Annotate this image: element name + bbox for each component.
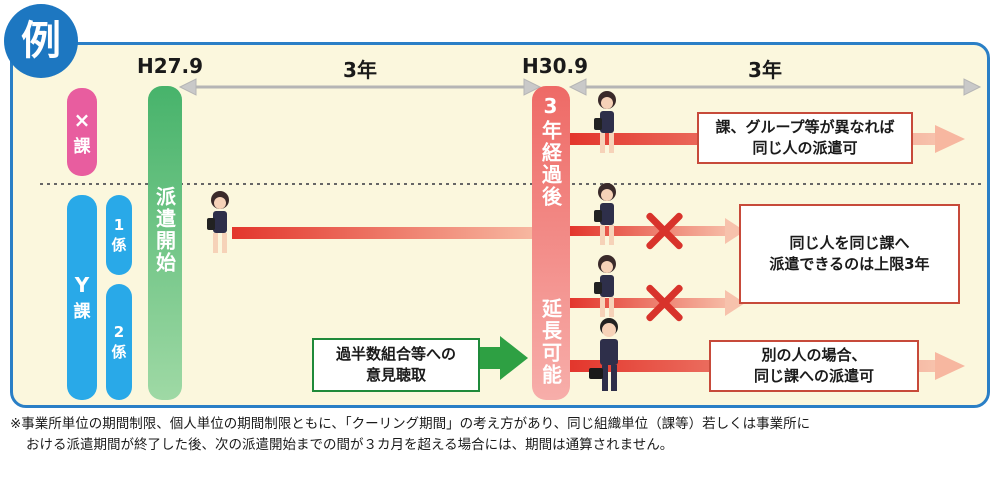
prohibited-cross-icon (644, 283, 684, 323)
x-group-line-2: 同じ人の派遣可 (752, 139, 858, 157)
x-section-pill: × 課 (67, 88, 97, 176)
dispatch-arrow (232, 227, 532, 239)
y-1-kakari: 係 (111, 235, 127, 254)
y-1-section-pill: 1 係 (106, 195, 132, 275)
majority-opinion-line-2: 意見聴取 (365, 366, 426, 384)
after-three-years-label: 3年経過後 (538, 94, 563, 208)
x-group-box: 課、グループ等が異なれば 同じ人の派遣可 (697, 112, 913, 164)
x-section-ka: 課 (73, 136, 91, 157)
timeline-start-label: H27.9 (136, 54, 204, 78)
x-section-letter: × (73, 107, 91, 132)
majority-opinion-line-1: 過半数組合等への (335, 345, 456, 363)
same-person-limit-line-1: 同じ人を同じ課へ (789, 234, 910, 252)
other-person-line-2: 同じ課への派遣可 (753, 367, 874, 385)
person-icon (594, 183, 616, 245)
person-icon (589, 318, 618, 391)
three-year-bar: 3年経過後 延長可能 (532, 86, 570, 400)
other-person-line-1: 別の人の場合、 (761, 346, 867, 364)
opinion-arrow (480, 336, 528, 380)
footnote-line-2: おける派遣期間が終了した後、次の派遣開始までの間が３カ月を超える場合には、期間は… (26, 437, 674, 453)
y-section-pill: Y 課 (67, 195, 97, 400)
span2-label: 3年 (748, 58, 782, 82)
x-group-line-1: 課、グループ等が異なれば (715, 118, 895, 136)
extendable-label: 延長可能 (538, 298, 563, 386)
footnote: ※事業所単位の期間制限、個人単位の期間制限ともに、「クーリング期間」の考え方があ… (10, 414, 995, 456)
span1-label: 3年 (343, 58, 377, 82)
person-icon (594, 255, 616, 317)
span1-double-arrow (178, 78, 542, 96)
span2-double-arrow (568, 78, 982, 96)
y-2-kakari: 係 (111, 342, 127, 361)
y-section-letter: Y (74, 273, 90, 297)
y-1-number: 1 (113, 215, 125, 234)
same-person-limit-line-2: 派遣できるのは上限3年 (769, 255, 930, 273)
person-icon (207, 191, 229, 253)
prohibited-cross-icon (644, 211, 684, 251)
majority-opinion-box: 過半数組合等への 意見聴取 (312, 338, 480, 392)
other-person-box: 別の人の場合、 同じ課への派遣可 (709, 340, 919, 392)
same-person-limit-box: 同じ人を同じ課へ 派遣できるのは上限3年 (739, 204, 960, 304)
example-badge: 例 (4, 4, 78, 78)
footnote-line-1: ※事業所単位の期間制限、個人単位の期間制限ともに、「クーリング期間」の考え方があ… (10, 416, 811, 432)
y-2-section-pill: 2 係 (106, 284, 132, 400)
y-2-number: 2 (113, 322, 125, 341)
y-section-ka: 課 (73, 302, 91, 322)
dispatch-start-label: 派遣開始 (152, 186, 177, 274)
person-icon (594, 91, 616, 153)
dispatch-start-bar: 派遣開始 (148, 86, 182, 400)
timeline-mid-label: H30.9 (521, 54, 589, 78)
